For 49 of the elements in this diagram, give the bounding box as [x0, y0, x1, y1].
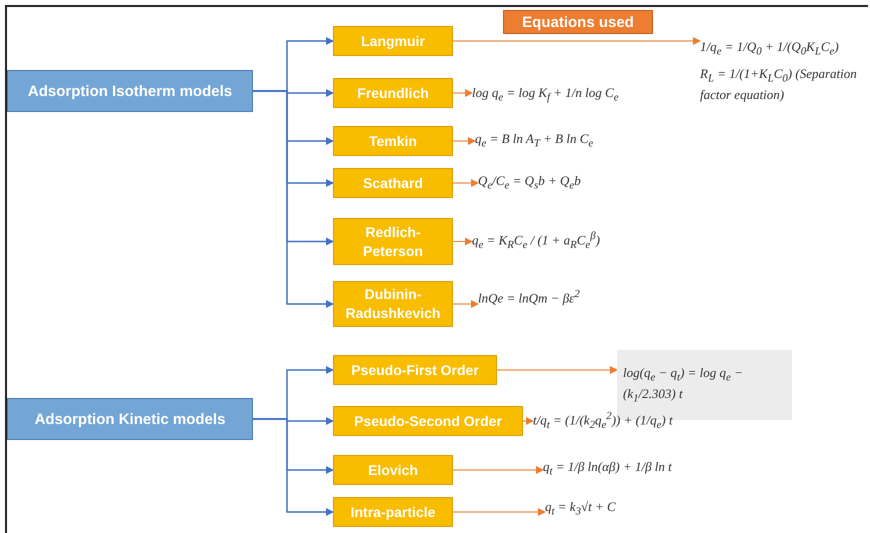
label-text: Temkin	[369, 132, 417, 150]
label-text: Adsorption Kinetic models	[34, 410, 226, 428]
label-text: Scathard	[363, 174, 423, 192]
connector-arrow	[452, 300, 479, 308]
connector-arrow	[452, 179, 479, 187]
equation: R$_{L}$ = 1/(1+K$_{L}$C$_{0}$) (Separation factor equation)	[700, 65, 858, 104]
connector-arrow	[452, 89, 473, 97]
connector-arrow	[452, 238, 473, 246]
equation: Q$_{e}$/C$_{e}$ = Q$_{s}$b + Q$_{e}$b	[478, 172, 581, 194]
model-box	[333, 218, 453, 265]
label-text: Pseudo-Second Order	[354, 412, 502, 430]
equation: q$_{e}$ = K$_{R}$C$_{e}$ / (1 + a$_{R}$C$_{e}$$^{β}$)	[472, 229, 600, 253]
equation: q$_{e}$ = B ln A$_{T}$ + B ln C$_{e}$	[475, 130, 594, 152]
model-box	[333, 455, 453, 485]
label-text: Pseudo-First Order	[351, 360, 479, 380]
label-text: Equations used	[522, 14, 634, 30]
model-box	[333, 78, 453, 108]
label-text: Freundlich	[357, 84, 429, 102]
category-box	[7, 70, 253, 112]
equation: log(q$_{e}$ − q$_{t}$) = log q$_{e}$ − (k$_{1}$/2.303) t	[623, 364, 744, 406]
label-text: Langmuir	[361, 32, 425, 50]
connector-arrow	[452, 137, 476, 145]
model-box	[333, 406, 523, 436]
model-box	[333, 497, 453, 527]
category-box	[7, 398, 253, 440]
label-text: Redlich-Peterson	[362, 222, 424, 260]
model-box	[333, 168, 453, 198]
equation: 1/q$_{e}$ = 1/Q$_{0}$ + 1/(Q$_{0}$K$_{L}$C$_{e}$)	[700, 38, 839, 60]
model-box	[333, 281, 453, 327]
connector-arrow	[522, 417, 534, 425]
connector-arrow	[253, 418, 334, 516]
connector-arrow	[253, 90, 334, 308]
model-box	[333, 355, 497, 385]
label-text: Adsorption Isotherm models	[28, 82, 232, 100]
equation: t/q$_{t}$ = (1/(k$_{2}$q$_{e}$$^{2}$)) + (1/q$_{e}$) t	[533, 409, 673, 433]
label-text: Dubinin-Radushkevich	[344, 285, 442, 323]
label-text: Elovich	[368, 460, 418, 480]
equation: q$_{t}$ = k$_{3}$√t + C	[545, 498, 616, 520]
connector-arrow	[496, 366, 618, 374]
equation: log q$_{e}$ = log K$_{f}$ + 1/n log C$_{e}$	[472, 84, 618, 106]
connector-arrow	[452, 508, 546, 516]
model-box	[333, 26, 453, 56]
equation: q$_{t}$ = 1/β ln(αβ) + 1/β ln t	[543, 458, 672, 480]
label-text: Intra-particle	[350, 502, 436, 522]
connector-arrow	[452, 466, 544, 474]
header-box	[503, 10, 653, 34]
equation: lnQe = lnQm − βε$^{2}$	[478, 287, 580, 307]
model-box	[333, 126, 453, 156]
connector-arrow	[452, 37, 701, 45]
